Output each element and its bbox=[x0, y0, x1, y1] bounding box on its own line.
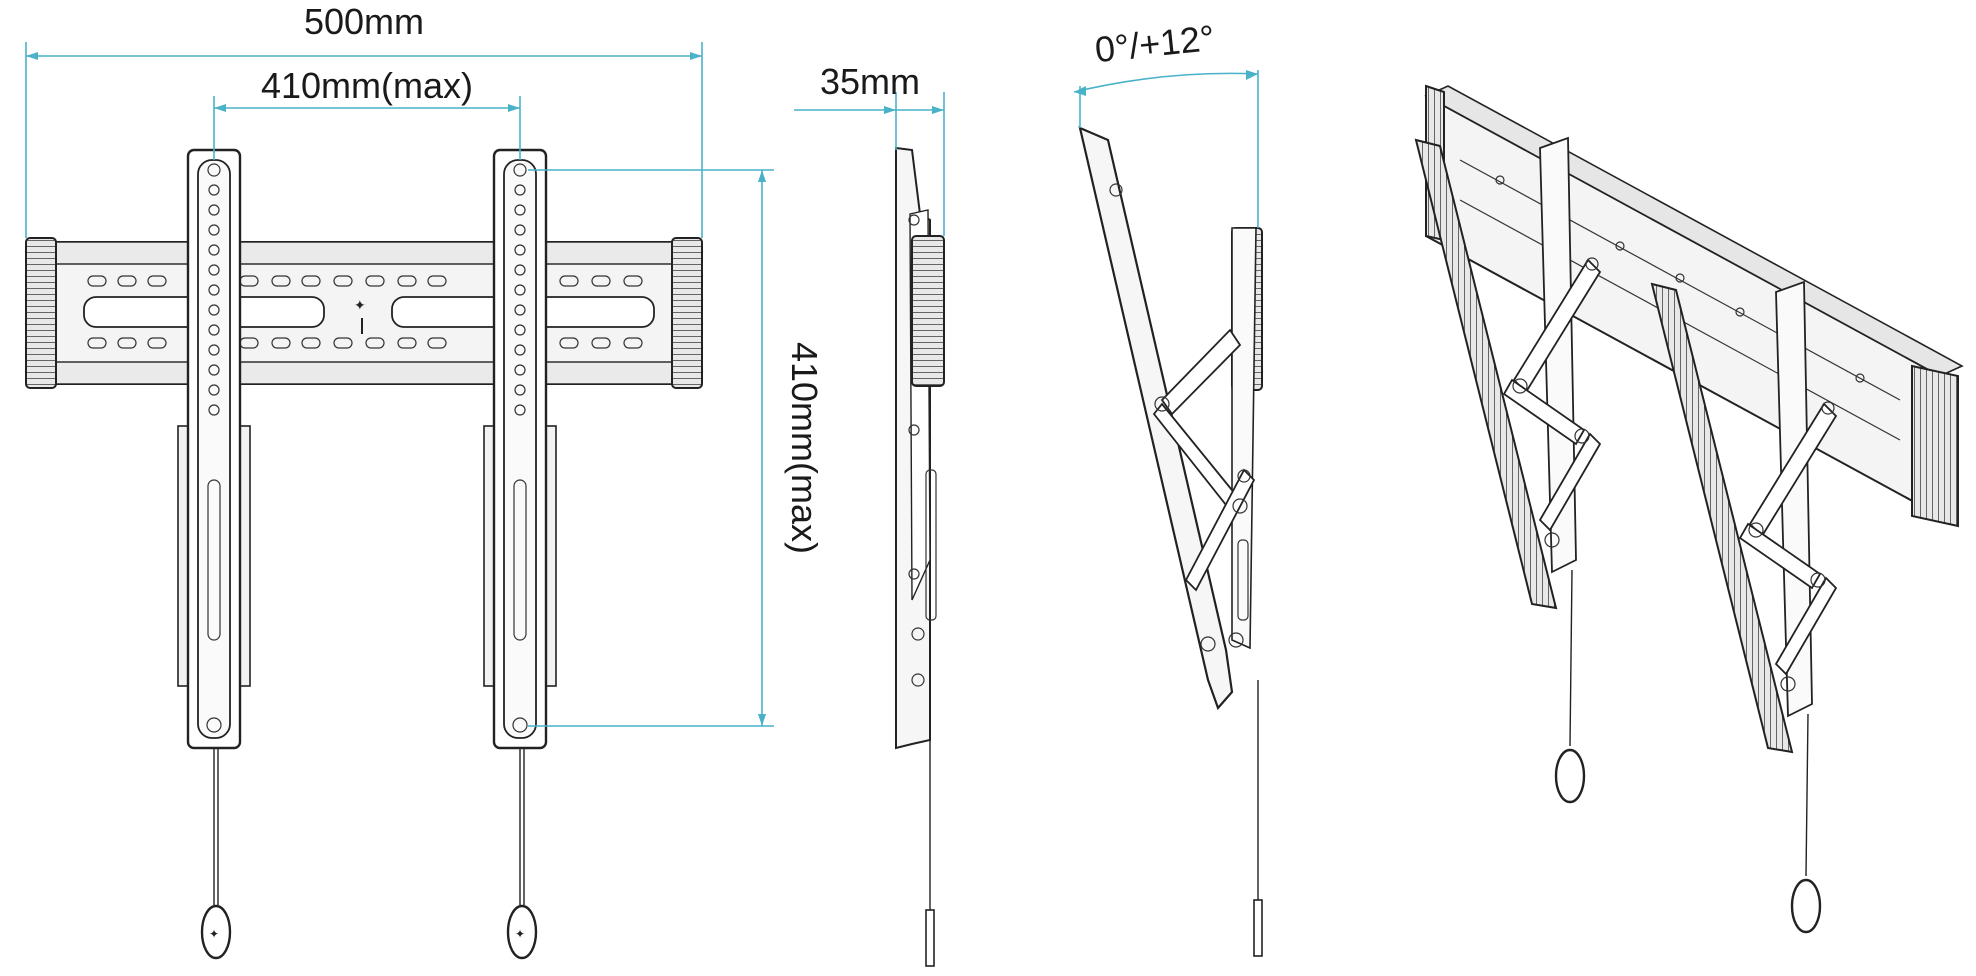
label-overall-width: 500mm bbox=[304, 1, 424, 42]
side-view-flat: 35mm bbox=[794, 61, 945, 967]
label-vesa-horizontal: 410mm(max) bbox=[261, 65, 473, 106]
perspective-pull-tab-left[interactable] bbox=[1554, 748, 1586, 804]
vertical-arm-left: ✦ bbox=[177, 148, 251, 960]
label-tilt-range: 0°/+12° bbox=[1093, 17, 1217, 70]
label-profile-depth: 35mm bbox=[820, 61, 920, 102]
vertical-arm-right: ✦ bbox=[483, 148, 557, 960]
end-cap-right bbox=[671, 237, 703, 389]
dimension-vesa-horizontal: 410mm(max) bbox=[213, 65, 521, 160]
svg-text:✦: ✦ bbox=[515, 927, 525, 941]
label-vesa-vertical: 410mm(max) bbox=[784, 342, 825, 554]
end-cap-left bbox=[25, 237, 57, 389]
pull-tab-right[interactable] bbox=[506, 904, 538, 960]
perspective-arm-left bbox=[1414, 138, 1558, 610]
pull-tab-left[interactable] bbox=[200, 904, 232, 960]
svg-text:✦: ✦ bbox=[209, 927, 219, 941]
perspective-pull-tab-right[interactable] bbox=[1790, 878, 1822, 934]
end-cap-side bbox=[911, 235, 945, 387]
perspective-arm-right bbox=[1650, 282, 1794, 754]
front-view: ✦ ✦ bbox=[25, 1, 825, 960]
brand-mark-icon: ✦ bbox=[354, 297, 366, 313]
side-view-tilted: 0°/+12° bbox=[1073, 17, 1263, 957]
wall-plate: ✦ bbox=[25, 237, 703, 389]
end-cap-perspective bbox=[1911, 364, 1959, 528]
dimension-vesa-vertical: 410mm(max) bbox=[528, 169, 825, 727]
perspective-view bbox=[1414, 84, 1964, 934]
dimension-overall-width: 500mm bbox=[25, 1, 703, 238]
